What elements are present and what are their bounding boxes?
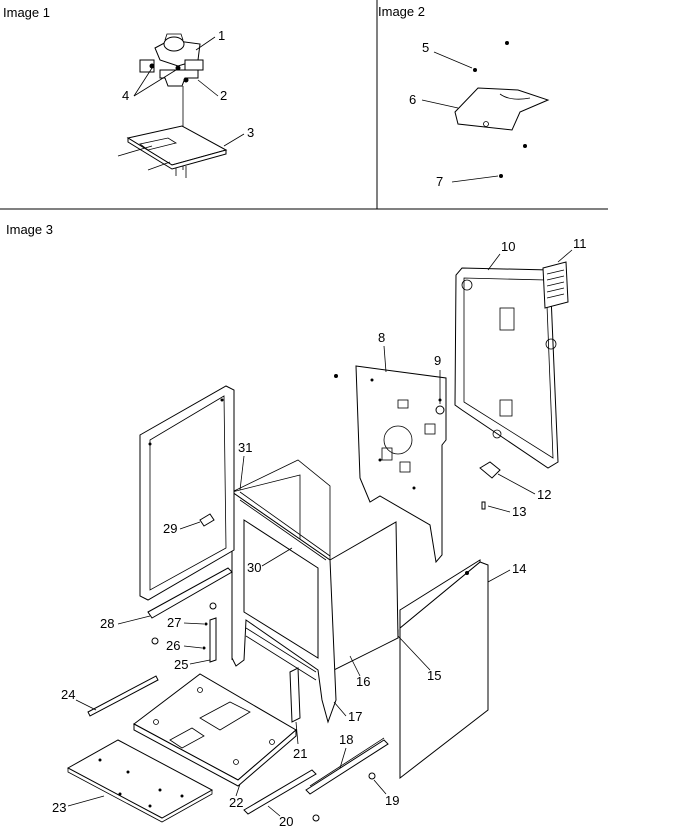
part-20-rail: [243, 769, 317, 815]
callout-20: 20: [279, 814, 293, 829]
part-27-foot-top: [209, 602, 217, 610]
part-29-fastener: [199, 513, 215, 527]
callout-13: 13: [512, 504, 526, 519]
part-7-screws: [499, 144, 527, 178]
panel-image-1: 1 2 3 4: [117, 28, 254, 178]
callout-3: 3: [247, 125, 254, 140]
callout-11: 11: [573, 236, 587, 251]
callout-26: 26: [166, 638, 180, 653]
callout-27: 27: [167, 615, 181, 630]
callout-16: 16: [356, 674, 370, 689]
part-25-bracket: [209, 617, 217, 663]
part-14-side-panel: [399, 559, 489, 780]
part-22-bottom-tray: [133, 673, 297, 787]
part-8-back-frame: [355, 365, 447, 564]
callout-6: 6: [409, 92, 416, 107]
callout-22: 22: [229, 795, 243, 810]
part-24-trim-strip: [87, 675, 159, 717]
part-10-back-panel: [454, 267, 559, 469]
callout-29: 29: [163, 521, 177, 536]
callout-12: 12: [537, 487, 551, 502]
part-19-leveling-foot: [368, 772, 376, 780]
part-5-screw: [473, 68, 477, 72]
part-28-rail: [147, 567, 233, 619]
callout-25: 25: [174, 657, 188, 672]
callout-1: 1: [218, 28, 225, 43]
part-23-bottom-panel: [66, 739, 214, 823]
part-13-screw: [481, 501, 486, 510]
callout-9: 9: [434, 353, 441, 368]
callout-14: 14: [512, 561, 526, 576]
part-31-front-frame: [231, 491, 337, 724]
callout-23: 23: [52, 800, 66, 815]
callout-31: 31: [238, 440, 252, 455]
panel-title-image-1: Image 1: [3, 5, 50, 20]
part-3-base-plate: [117, 125, 228, 178]
panel-title-image-3: Image 3: [6, 222, 53, 237]
callout-10: 10: [501, 239, 515, 254]
part-12-connector: [479, 461, 501, 479]
part-26-leveling-foot: [151, 637, 159, 645]
part-9-bushing: [435, 405, 445, 415]
part-18-rail: [305, 737, 389, 795]
callout-21: 21: [293, 746, 307, 761]
callout-7: 7: [436, 174, 443, 189]
callout-19: 19: [385, 793, 399, 808]
callout-4: 4: [122, 88, 129, 103]
part-4-screws: [149, 63, 189, 83]
callout-8: 8: [378, 330, 385, 345]
panel-image-2: 5 6 7: [409, 40, 550, 189]
panel-image-3: 10 11 8 9 12: [52, 236, 587, 829]
part-28-left-side-panel: [139, 385, 235, 601]
callout-24: 24: [61, 687, 75, 702]
callout-15: 15: [427, 668, 441, 683]
callout-2: 2: [220, 88, 227, 103]
callout-5: 5: [422, 40, 429, 55]
part-21-bracket: [289, 667, 301, 723]
part-1-valve-assembly: [139, 33, 204, 73]
callout-18: 18: [339, 732, 353, 747]
callout-17: 17: [348, 709, 362, 724]
part-6-heat-shield: [454, 87, 550, 131]
callout-30: 30: [247, 560, 261, 575]
panel-title-image-2: Image 2: [378, 4, 425, 19]
part-11-vent-grille: [542, 261, 569, 309]
callout-28: 28: [100, 616, 114, 631]
part-2-bracket: [159, 69, 199, 87]
